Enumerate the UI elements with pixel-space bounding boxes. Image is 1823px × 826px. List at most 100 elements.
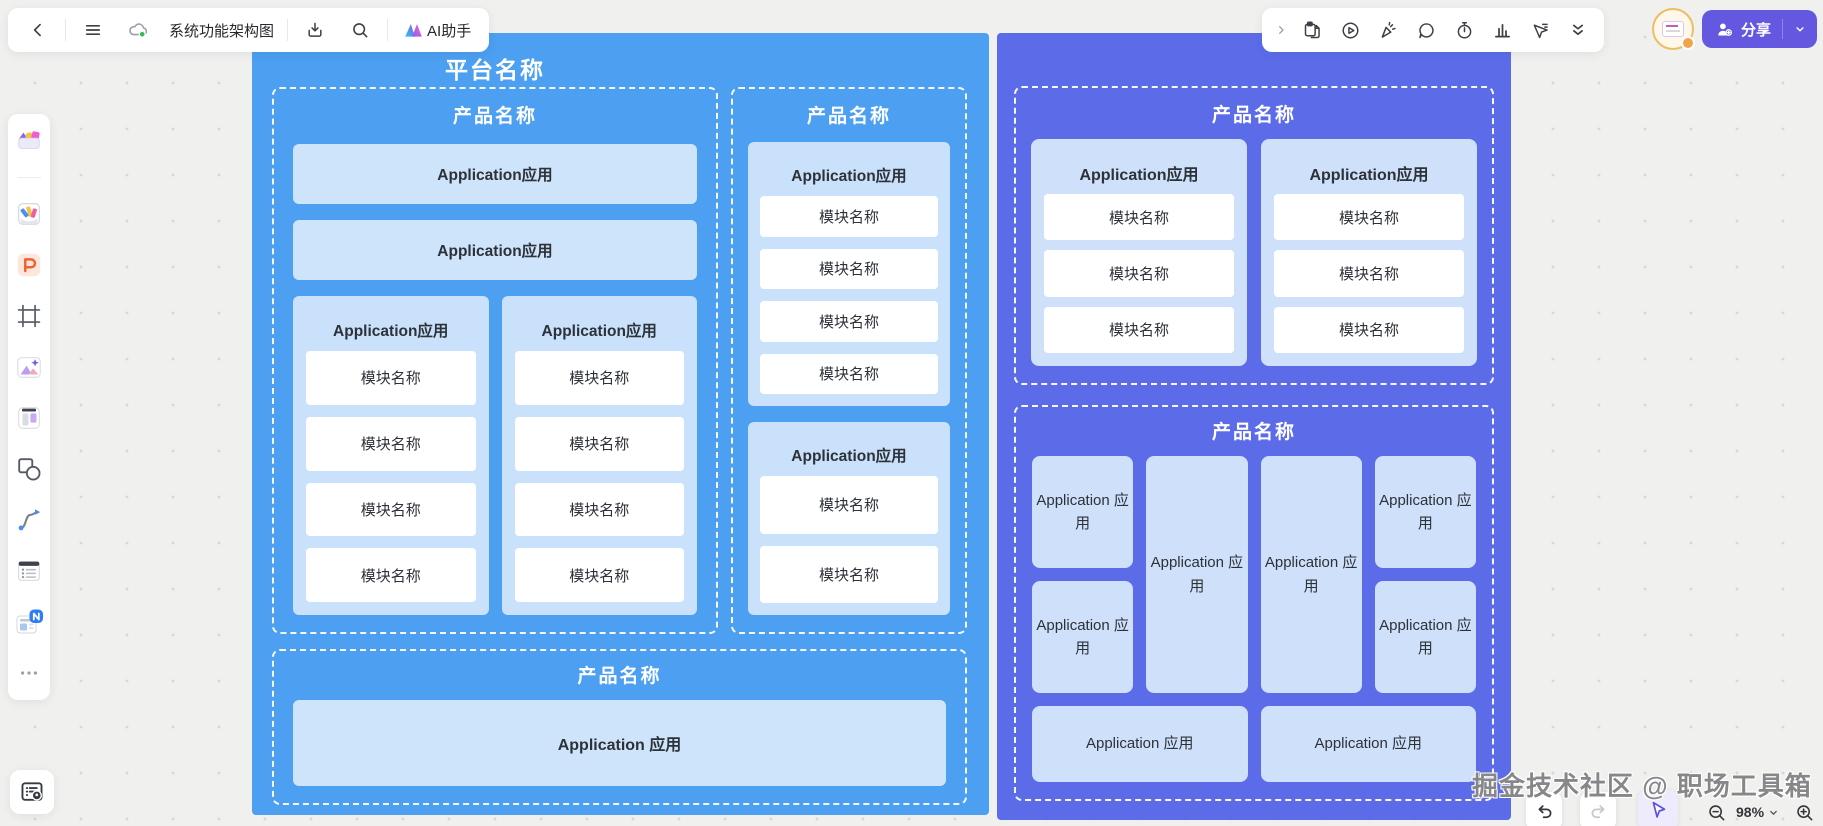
product-block-right[interactable]: 产品名称 Application应用 模块名称 模块名称 模块名称 Applic… — [997, 33, 1511, 820]
section-title: 产品名称 — [806, 106, 891, 127]
collapse-toolbar-button[interactable] — [1560, 12, 1596, 48]
module-box[interactable]: 模块名称 — [760, 248, 938, 289]
kanban-icon — [18, 407, 40, 429]
application-group-title: Application应用 — [333, 323, 449, 340]
comment-icon — [1418, 22, 1434, 38]
ai-assistant-button[interactable]: AI助手 — [397, 12, 477, 48]
redo-icon — [1591, 804, 1604, 818]
notes-button[interactable] — [14, 556, 44, 586]
undo-button[interactable] — [1526, 792, 1562, 826]
application-box[interactable]: Application 应用 — [1374, 581, 1476, 693]
person-add-icon — [1718, 22, 1733, 36]
module-box[interactable]: 模块名称 — [1044, 250, 1234, 297]
module-box[interactable]: 模块名称 — [1274, 250, 1464, 297]
undo-icon — [1538, 804, 1551, 818]
application-group[interactable]: Application应用 模块名称 模块名称 — [748, 421, 950, 615]
avatar[interactable] — [1652, 8, 1695, 50]
zoom-level[interactable]: 98% — [1736, 804, 1765, 820]
timer-button[interactable] — [1446, 12, 1482, 48]
application-box[interactable]: Application应用 — [293, 144, 697, 204]
widget-button[interactable] — [14, 607, 44, 637]
application-group[interactable]: Application应用 模块名称 模块名称 模块名称 模块名称 — [501, 296, 697, 615]
paste-style-button[interactable] — [1294, 12, 1330, 48]
module-box[interactable]: 模块名称 — [306, 482, 476, 537]
search-button[interactable] — [342, 12, 378, 48]
shapes-library-button[interactable] — [14, 126, 44, 156]
document-title[interactable]: 系统功能架构图 — [169, 22, 275, 40]
module-box[interactable]: 模块名称 — [1274, 194, 1464, 241]
expand-toolbar-button[interactable] — [1270, 12, 1292, 48]
application-box[interactable]: Application 应用 — [1260, 706, 1476, 782]
zoom-out-button[interactable] — [1700, 796, 1732, 826]
menu-button[interactable] — [75, 12, 111, 48]
cursor-tool-button[interactable] — [1638, 790, 1678, 826]
module-box[interactable]: 模块名称 — [760, 475, 938, 534]
product-section-4[interactable]: 产品名称 Application应用 模块名称 模块名称 模块名称 Applic… — [1014, 86, 1494, 385]
download-button[interactable] — [297, 12, 333, 48]
comment-button[interactable] — [1408, 12, 1444, 48]
application-group[interactable]: Application应用 模块名称 模块名称 模块名称 — [1261, 139, 1477, 366]
cursor-icon — [1652, 801, 1666, 818]
more-tools-button[interactable] — [14, 658, 44, 688]
back-button[interactable] — [20, 12, 56, 48]
frame-tool-button[interactable] — [14, 301, 44, 331]
templates-button[interactable] — [14, 199, 44, 229]
search-icon — [353, 23, 368, 38]
application-box[interactable]: Application 应用 — [293, 700, 946, 786]
share-dropdown-button[interactable] — [1783, 22, 1817, 36]
product-section-1[interactable]: 产品名称 Application应用 Application应用 Applica… — [272, 87, 718, 634]
product-section-3[interactable]: 产品名称 Application 应用 — [272, 649, 967, 805]
laser-pointer-button[interactable] — [1370, 12, 1406, 48]
chevron-down-icon[interactable] — [1767, 806, 1780, 819]
cloud-sync-button[interactable] — [120, 12, 156, 48]
application-box[interactable]: Application 应用 — [1032, 706, 1248, 782]
module-box[interactable]: 模块名称 — [760, 301, 938, 342]
presentation-button[interactable] — [14, 250, 44, 280]
curve-connector-icon — [18, 509, 41, 531]
ai-assistant-label: AI助手 — [427, 22, 472, 40]
module-box[interactable]: 模块名称 — [514, 548, 684, 602]
widget-n-icon — [16, 609, 43, 634]
module-box[interactable]: 模块名称 — [306, 416, 476, 471]
select-cursor-icon — [1533, 23, 1548, 38]
map-notes-button[interactable] — [10, 770, 54, 814]
module-box[interactable]: 模块名称 — [1044, 194, 1234, 241]
application-box[interactable]: Application 应用 — [1146, 456, 1248, 693]
back-chevron-icon — [33, 23, 41, 37]
module-box[interactable]: 模块名称 — [514, 351, 684, 405]
platform-block[interactable]: 平台名称 产品名称 Application应用 Application应用 Ap… — [252, 33, 989, 815]
hamburger-icon — [85, 25, 101, 36]
application-box[interactable]: Application 应用 — [1374, 456, 1476, 568]
zoom-in-button[interactable] — [1788, 796, 1820, 826]
shapes-tool-button[interactable] — [14, 454, 44, 484]
application-box[interactable]: Application 应用 — [1032, 456, 1134, 568]
share-button[interactable]: 分享 — [1702, 10, 1818, 48]
module-box[interactable]: 模块名称 — [760, 353, 938, 394]
module-box[interactable]: 模块名称 — [760, 196, 938, 237]
application-box[interactable]: Application 应用 — [1260, 456, 1362, 693]
application-box[interactable]: Application 应用 — [1032, 581, 1134, 693]
product-section-5[interactable]: 产品名称 Application 应用 Application 应用 Appli… — [1014, 405, 1494, 801]
module-box[interactable]: 模块名称 — [306, 548, 476, 602]
application-group[interactable]: Application应用 模块名称 模块名称 模块名称 — [1031, 139, 1247, 366]
module-box[interactable]: 模块名称 — [514, 482, 684, 537]
module-box[interactable]: 模块名称 — [1044, 306, 1234, 353]
product-section-2[interactable]: 产品名称 Application应用 模块名称 模块名称 模块名称 模块名称 A… — [731, 87, 967, 634]
present-button[interactable] — [1332, 12, 1368, 48]
application-group[interactable]: Application应用 模块名称 模块名称 模块名称 模块名称 — [293, 296, 489, 615]
module-box[interactable]: 模块名称 — [760, 545, 938, 604]
connector-tool-button[interactable] — [14, 505, 44, 535]
module-box[interactable]: 模块名称 — [514, 416, 684, 471]
divider — [287, 19, 289, 41]
redo-button[interactable] — [1580, 792, 1616, 826]
ai-image-button[interactable] — [14, 352, 44, 382]
application-group[interactable]: Application应用 模块名称 模块名称 模块名称 模块名称 — [748, 142, 950, 406]
application-box[interactable]: Application应用 — [293, 220, 697, 280]
module-box[interactable]: 模块名称 — [306, 351, 476, 405]
module-box[interactable]: 模块名称 — [1274, 306, 1464, 353]
follow-cursor-button[interactable] — [1522, 12, 1558, 48]
chart-button[interactable] — [1484, 12, 1520, 48]
play-circle-icon — [1341, 21, 1359, 39]
layout-button[interactable] — [14, 403, 44, 433]
